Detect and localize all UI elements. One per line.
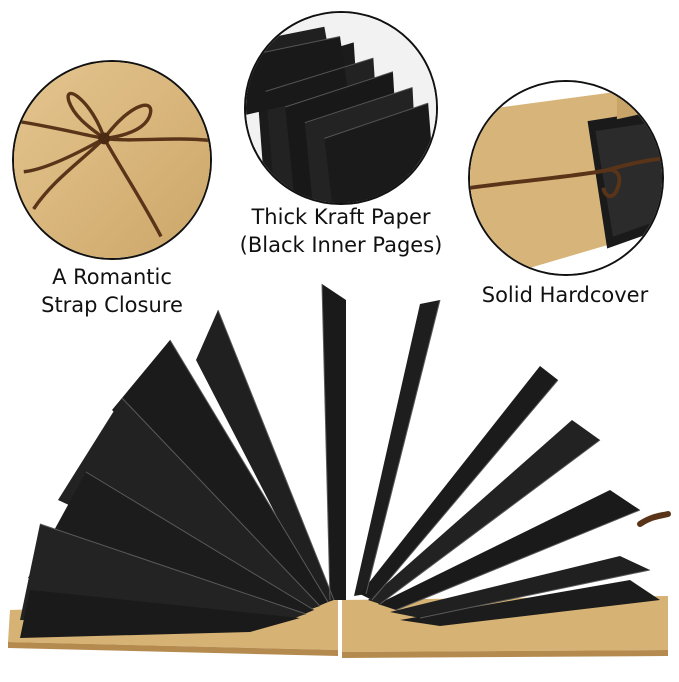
open-kraft-photo-album-icon [0, 270, 679, 682]
hardcover-edge-with-strap-icon [468, 80, 664, 276]
pages-caption-line-1: Thick Kraft Paper [251, 205, 431, 229]
hardcover-caption: Solid Hardcover [460, 281, 670, 309]
strap-closure-caption: A Romantic Strap Closure [12, 263, 212, 319]
pages-caption-line-2: (Black Inner Pages) [239, 233, 443, 257]
kraft-paper-caption: Thick Kraft Paper (Black Inner Pages) [218, 203, 464, 259]
cover-caption-line-1: Solid Hardcover [481, 283, 649, 307]
kraft-cover-with-leather-bow-icon [12, 60, 212, 260]
strap-caption-line-2: Strap Closure [41, 293, 183, 317]
strap-caption-line-1: A Romantic [52, 265, 172, 289]
black-inner-pages-stack-icon [244, 11, 438, 205]
